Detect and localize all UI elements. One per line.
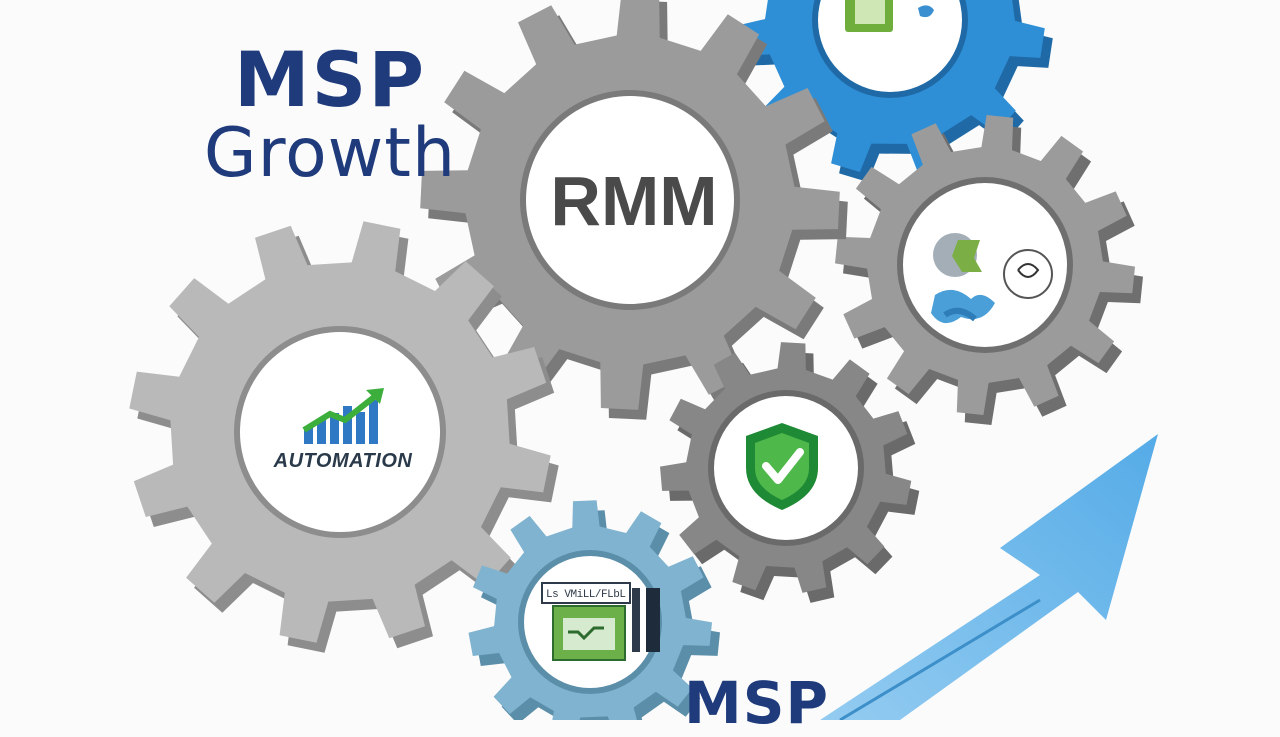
gear-rmm-hub	[526, 96, 734, 304]
growth-arrow-icon	[820, 434, 1158, 720]
rmm-label: RMM	[550, 162, 718, 240]
illustration-canvas: Ls VMiLL/FLbL	[129, 0, 1158, 720]
green-device-icon	[845, 0, 934, 32]
gear-rmm	[420, 0, 848, 420]
gear-right-hub	[903, 183, 1067, 347]
title-growth: Growth	[203, 114, 457, 193]
growth-chart-icon	[302, 388, 384, 444]
gear-automation-hub	[240, 332, 440, 532]
automation-label: AUTOMATION	[273, 450, 413, 472]
svg-text:Ls VMiLL/FLbL: Ls VMiLL/FLbL	[546, 589, 626, 601]
document-monitor-icon: Ls VMiLL/FLbL	[541, 582, 660, 661]
gear-gray-right	[835, 115, 1143, 425]
title-msp: MSP	[233, 35, 427, 124]
cloud-network-icon	[931, 233, 1053, 324]
security-shield-check-icon	[746, 423, 818, 510]
bottom-msp-text: MSP	[684, 669, 829, 737]
